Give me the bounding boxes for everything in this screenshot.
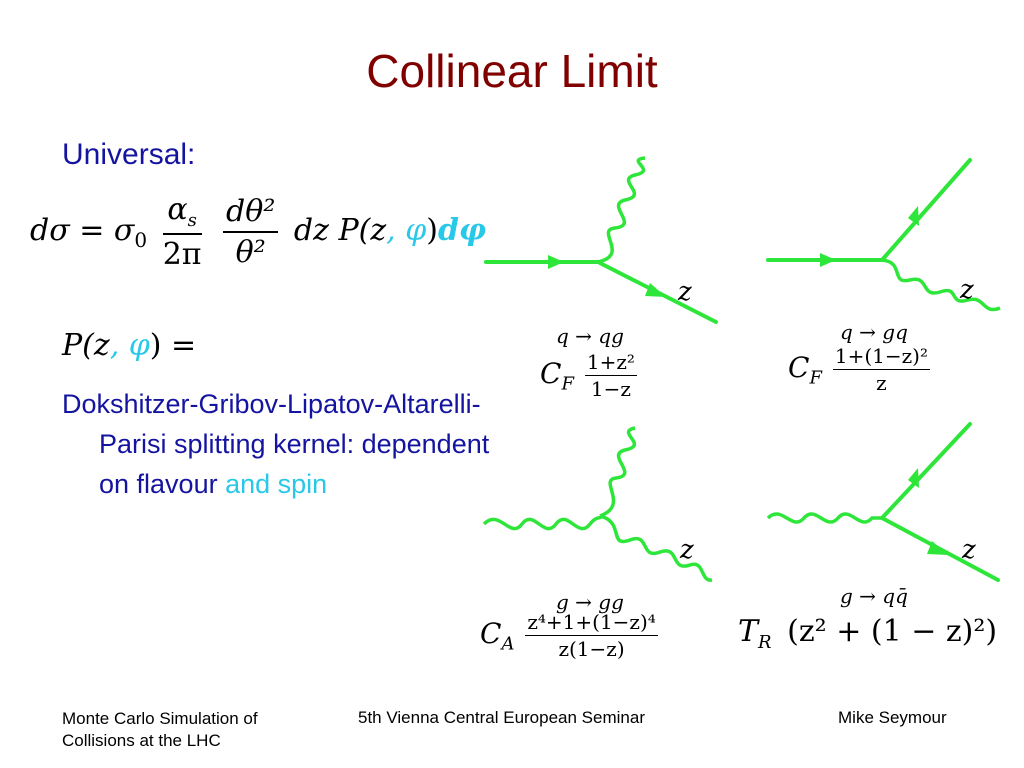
description-text: Dokshitzer-Gribov-Lipatov-Altarelli-Pari… — [62, 389, 490, 499]
kernel-g-qqbar-sub: R — [758, 632, 772, 653]
formula-eq: = — [79, 213, 105, 248]
kernel-g-gg-sub: A — [501, 633, 515, 655]
cross-section-formula: dσ = σ0 αs 2π dθ² θ² dz P(z, φ)dφ — [30, 192, 486, 272]
process-g-qqbar: g → qq̄ — [840, 584, 908, 608]
formula-sigma0-sub: 0 — [134, 228, 148, 252]
frac-alpha-num: α — [167, 192, 188, 227]
diagram-q-qg: z — [484, 156, 718, 324]
diagram-q-gq: z — [766, 158, 1001, 312]
dglap-description: Dokshitzer-Gribov-Lipatov-Altarelli-Pari… — [62, 384, 499, 504]
kernel-g-gg-den: z(1−z) — [558, 637, 625, 661]
kernel-q-gq-den: z — [876, 371, 887, 395]
z-label-4: z — [961, 535, 976, 565]
formula-phi: , φ — [386, 213, 427, 248]
kernel-q-qg-coef: C — [540, 357, 562, 390]
footer-right: Mike Seymour — [838, 708, 947, 727]
frac-theta-num: dθ² — [223, 194, 279, 233]
formula-lhs: dσ — [30, 213, 70, 248]
pformula-close: ) = — [149, 328, 197, 363]
kernel-q-gq-sub: F — [809, 367, 822, 389]
frac-alpha-den: 2π — [162, 237, 202, 272]
description-highlight: and spin — [225, 469, 328, 499]
kernel-q-gq-num: 1+(1−z)² — [832, 344, 930, 370]
kernel-g-gg-coef: C — [480, 617, 502, 650]
kernel-g-qqbar-expr: (z² + (1 − z)²) — [787, 614, 998, 649]
kernel-g-qqbar: TR (z² + (1 − z)²) — [738, 614, 997, 653]
kernel-q-qg: CF 1+z² 1−z — [540, 350, 637, 401]
formula-p: P(z — [338, 213, 387, 248]
kernel-g-gg: CA z⁴+1+(1−z)⁴ z(1−z) — [480, 610, 658, 661]
kernel-g-qqbar-coef: T — [738, 614, 759, 649]
footer-left: Monte Carlo Simulation of Collisions at … — [62, 709, 258, 750]
process-q-gq: q → gq — [840, 320, 908, 344]
fraction-theta: dθ² θ² — [223, 194, 279, 270]
pformula-p: P(z — [62, 328, 110, 363]
footer-center: 5th Vienna Central European Seminar — [358, 708, 645, 727]
kernel-q-qg-den: 1−z — [590, 377, 631, 401]
frac-alpha-sub: s — [187, 210, 197, 231]
z-label-2: z — [959, 275, 974, 305]
diagram-g-qqbar: z — [766, 422, 1000, 582]
diagram-g-gg: z — [482, 426, 713, 582]
universal-label: Universal: — [62, 138, 196, 171]
frac-theta-den: θ² — [235, 235, 266, 270]
process-q-qg: q → qg — [556, 324, 624, 348]
pformula-phi: , φ — [109, 328, 150, 363]
slide-title: Collinear Limit — [366, 45, 658, 97]
z-label-3: z — [679, 535, 694, 565]
fraction-alpha: αs 2π — [162, 192, 202, 272]
splitting-function: P(z, φ) = — [62, 328, 196, 363]
kernel-q-qg-num: 1+z² — [584, 350, 637, 376]
z-label-1: z — [677, 277, 692, 307]
kernel-g-gg-num: z⁴+1+(1−z)⁴ — [525, 610, 658, 636]
process-g-gg: g → gg — [556, 590, 624, 614]
formula-sigma0: σ — [113, 213, 135, 248]
formula-dphi: dφ — [437, 213, 487, 248]
kernel-q-qg-sub: F — [561, 373, 574, 395]
formula-close: ) — [426, 213, 438, 248]
kernel-q-gq-coef: C — [788, 351, 810, 384]
kernel-q-gq: CF 1+(1−z)² z — [788, 344, 930, 395]
formula-dz: dz — [293, 213, 329, 248]
